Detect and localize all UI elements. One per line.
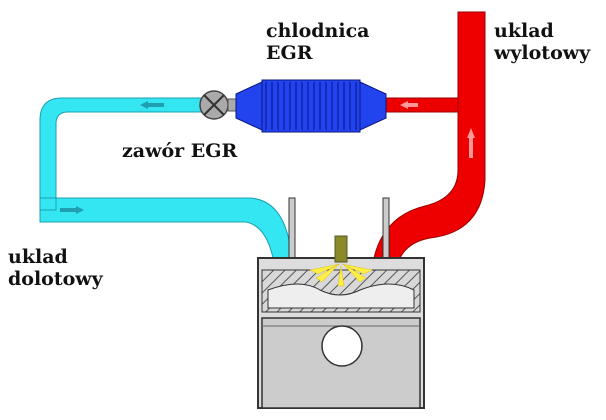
egr-cooler-label-line2: EGR xyxy=(266,42,313,64)
intake-label-line1: uklad xyxy=(8,246,68,268)
exhaust-to-cooler-pipe xyxy=(383,97,459,113)
spark-icon xyxy=(309,263,373,287)
exhaust-label-line1: uklad xyxy=(494,20,554,42)
intake-valve xyxy=(288,197,296,259)
intake-system-label: uklad dolotowy xyxy=(8,246,103,290)
intake-label-line2: dolotowy xyxy=(8,268,103,290)
egr-cooler-label-line1: chlodnica xyxy=(266,20,370,42)
exhaust-label-line2: wylotowy xyxy=(494,42,591,64)
flow-arrow-icon xyxy=(467,128,475,158)
egr-valve-label: zawór EGR xyxy=(122,140,238,162)
flow-arrow-icon xyxy=(60,206,84,214)
exhaust-system-label: uklad wylotowy xyxy=(494,20,590,64)
engine-cylinder xyxy=(257,257,425,409)
egr-cooler xyxy=(235,79,387,133)
egr-valve-cross-icon xyxy=(199,90,229,120)
flow-arrow-icon xyxy=(400,101,418,109)
exhaust-valve xyxy=(382,197,390,259)
flow-arrow-icon xyxy=(140,101,164,109)
spark-plug xyxy=(334,235,348,263)
egr-cooler-label: chlodnica EGR xyxy=(266,20,369,64)
